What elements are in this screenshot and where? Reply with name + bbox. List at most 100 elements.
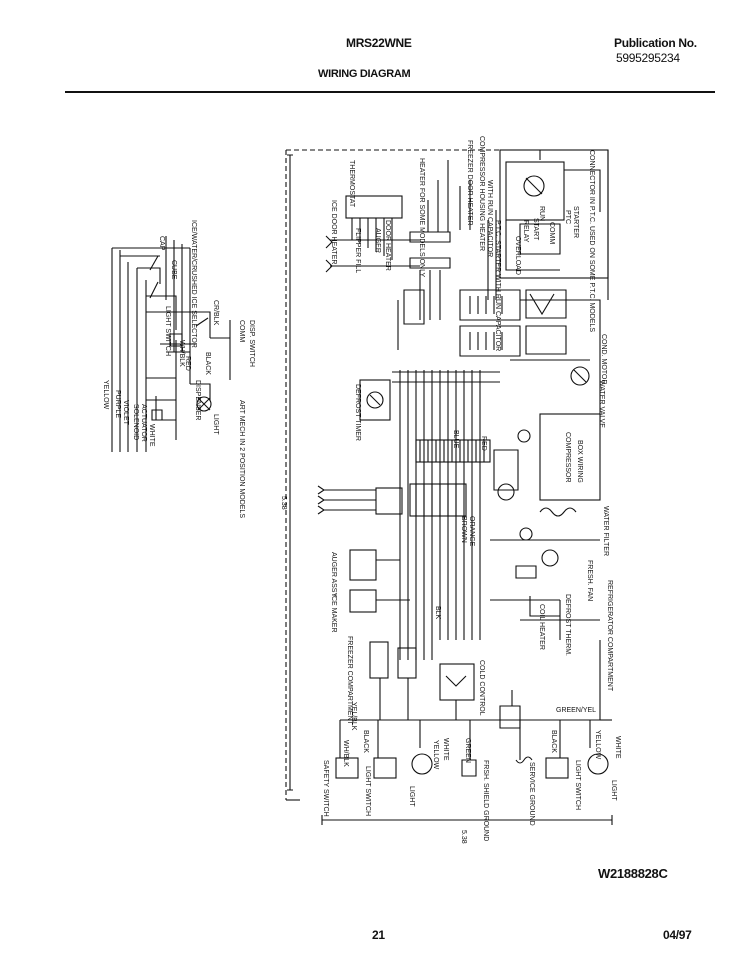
- cond-motor-symbol: [570, 366, 590, 386]
- label-green-yel: GREEN/YEL: [556, 707, 596, 714]
- label-white-2: WHITE: [614, 736, 621, 759]
- label-dispenser: DISPENSER: [194, 380, 201, 420]
- label-ice-maker: ICE MAKER: [330, 594, 337, 633]
- publication-label: Publication No.: [614, 36, 697, 50]
- label-comp-housing-heater: COMPRESSOR HOUSING HEATER: [478, 136, 485, 251]
- label-freezer-compartment: FREEZER COMPARTMENT: [346, 636, 353, 726]
- label-yel-blk: YEL/BLK: [350, 702, 357, 731]
- label-white-1: WHITE: [442, 738, 449, 761]
- label-yellow-1: YELLOW: [432, 740, 439, 770]
- page-title: WIRING DIAGRAM: [318, 68, 411, 80]
- label-red-left: RED: [184, 356, 191, 371]
- label-orange: ORANGE: [468, 516, 475, 547]
- label-white-left: WHITE: [148, 424, 155, 447]
- label-red: RED: [480, 436, 487, 451]
- label-brown: BROWN: [460, 516, 467, 543]
- terminal-block: [415, 439, 491, 463]
- label-cap: CAP: [158, 236, 165, 251]
- label-black-1: BLACK: [362, 730, 369, 753]
- label-cold-control: COLD CONTROL: [478, 660, 485, 716]
- label-flipper-fill: FLIPPER FILL: [354, 228, 361, 273]
- label-ice-door-heater: ICE DOOR HEATER: [330, 200, 337, 264]
- label-fresh-fan: FRESH. FAN: [586, 560, 593, 601]
- drawing-number: W2188828C: [598, 866, 668, 881]
- light-switch-right-symbol: [545, 757, 569, 779]
- label-door-heater: DOOR HEATER: [384, 220, 391, 271]
- water-valve-symbol: [497, 483, 515, 501]
- auger-assy-box: [349, 549, 377, 581]
- label-blk: BLK: [434, 606, 441, 620]
- label-light-right: LIGHT: [610, 780, 617, 801]
- compressor-box: [539, 413, 601, 501]
- label-black-2: BLACK: [550, 730, 557, 753]
- publication-number: 5995295234: [616, 51, 680, 65]
- label-light-switch: LIGHT SWITCH: [364, 766, 371, 816]
- label-thermostat: THERMOSTAT: [348, 160, 355, 208]
- label-box-wiring: BOX WIRING: [576, 440, 583, 483]
- model-number: MRS22WNE: [346, 36, 412, 50]
- freezer-light-symbol: [411, 753, 433, 775]
- label-water-valve: WATER VALVE: [598, 380, 605, 428]
- label-relay: RELAY: [522, 220, 529, 243]
- defrost-timer: [359, 379, 391, 421]
- label-note-left: ART MECH IN 2 POSITION MODELS: [238, 400, 245, 518]
- label-dim-vertical: 5.38: [280, 496, 287, 510]
- safety-switch-symbol: [335, 757, 359, 779]
- label-disp-switch: DISP. SWITCH: [248, 320, 255, 367]
- label-freezer-door-heater: FREEZER DOOR HEATER: [466, 140, 473, 225]
- label-defrost-timer: DEFROST TIMER: [354, 384, 361, 441]
- label-safety-switch: SAFETY SWITCH: [322, 760, 329, 817]
- label-cube: CUBE: [170, 260, 177, 280]
- label-dim-horizontal: 5.38: [460, 830, 467, 844]
- light-switch-symbol: [373, 757, 397, 779]
- thermostat-block: [345, 195, 403, 219]
- label-auger-assy: AUGER ASSY: [330, 552, 337, 597]
- label-start: START: [532, 218, 539, 241]
- ice-maker-box: [349, 589, 377, 613]
- label-light-switch-right: LIGHT SWITCH: [574, 760, 581, 810]
- label-ptc-starter: P.T.C. STARTER WITH RUN CAPACITOR: [494, 220, 501, 351]
- label-comm: COMM: [548, 222, 555, 244]
- label-with-run-cap: WITH RUN CAPACITOR: [486, 180, 493, 257]
- freezer-connector-1: [369, 641, 389, 679]
- label-frsh-shield: FRSH. SHIELD GROUND: [482, 760, 489, 841]
- label-light-left: LIGHT: [212, 414, 219, 435]
- label-light: LIGHT: [408, 786, 415, 807]
- label-light-switch-left: LIGHT SWITCH: [164, 306, 171, 356]
- label-cr-blk: CR/BLK: [212, 300, 219, 326]
- ice-maker-connector: [375, 487, 403, 515]
- label-green: GREEN: [464, 738, 471, 763]
- starter-box: [499, 149, 609, 279]
- label-yellow-left: YELLOW: [102, 380, 109, 410]
- label-purple: PURPLE: [114, 390, 121, 418]
- cold-control-box: [439, 663, 475, 701]
- label-black-left: BLACK: [204, 352, 211, 375]
- label-service-ground: SERVICE GROUND: [528, 762, 535, 826]
- dispenser-schematic: [111, 236, 231, 452]
- label-heater-for: HEATER FOR SOME MODELS ONLY: [418, 158, 425, 277]
- label-wh-blk: WH/BLK: [342, 740, 349, 767]
- label-ptc: PTC: [564, 210, 571, 224]
- label-run: RUN: [538, 206, 545, 221]
- page-number: 21: [372, 928, 385, 942]
- label-water-filter: WATER FILTER: [602, 506, 609, 556]
- label-compressor: COMPRESSOR: [564, 432, 571, 483]
- label-overload: OVERLOAD: [514, 236, 521, 275]
- revision-date: 04/97: [663, 928, 692, 942]
- label-violet: VIOLET: [122, 400, 129, 426]
- label-auger-top: AUGER: [374, 228, 381, 253]
- label-ice-selector: ICE/WATER/CRUSHED ICE SELECTOR: [190, 220, 197, 348]
- label-cond-motor: COND. MOTOR: [600, 334, 607, 384]
- label-blue: BLUE: [452, 430, 459, 449]
- label-connector-note: CONNECTOR IN P.T.C. USED ON SOME P.T.C. …: [588, 150, 595, 332]
- label-defrost-therm: DEFROST THERM.: [564, 594, 571, 656]
- label-coil-heater: COIL HEATER: [538, 604, 545, 650]
- label-refrigerator-compartment: REFRIGERATOR COMPARTMENT: [606, 580, 613, 692]
- fresh-fan-symbol: [541, 549, 559, 567]
- label-comm-left: COMM: [238, 320, 245, 342]
- label-starter: STARTER: [572, 206, 579, 238]
- label-wh-blk-left: WH/BLK: [178, 340, 185, 367]
- label-solenoid: SOLENOID: [132, 404, 139, 440]
- label-yellow-2: YELLOW: [594, 730, 601, 760]
